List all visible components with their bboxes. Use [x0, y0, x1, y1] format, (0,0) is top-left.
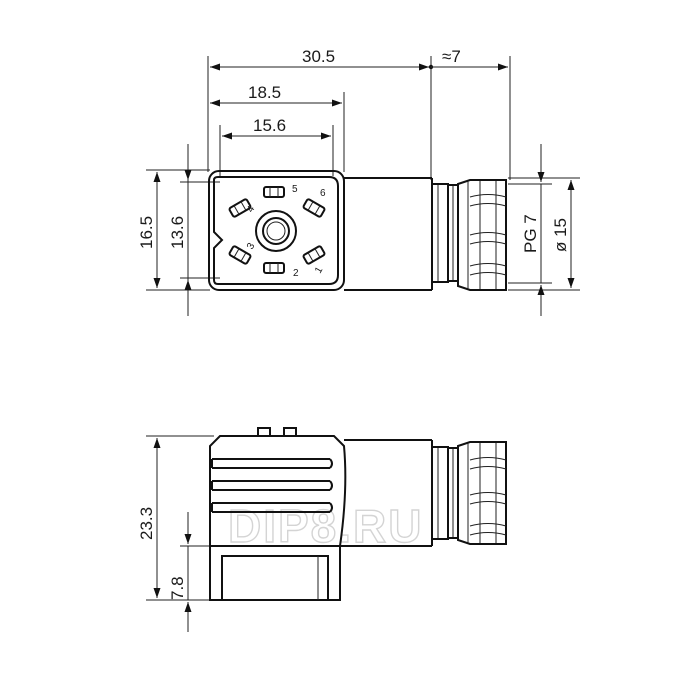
pin-label-1: 1 [313, 265, 326, 276]
side-view: 23.3 7.8 [137, 427, 507, 632]
pin-label-6: 6 [320, 188, 326, 199]
dim-inner-width: 15.6 [253, 116, 286, 135]
watermark: DIP8.RU [228, 500, 423, 552]
dim-housing-width: 18.5 [248, 83, 281, 102]
pin-label-5: 5 [292, 184, 298, 195]
dim-overall-length: 30.5 [302, 47, 335, 66]
dim-diameter: ø 15 [551, 218, 570, 252]
pin-label-3: 3 [245, 241, 258, 252]
dim-outer-height: 16.5 [137, 216, 156, 249]
dim-thread: PG 7 [521, 214, 540, 253]
dim-gland-length: ≈7 [442, 47, 461, 66]
pin-label-2: 2 [293, 268, 299, 279]
top-view: 30.5 ≈7 18.5 15.6 16.5 13.6 [137, 47, 580, 316]
contact-pins [228, 186, 326, 274]
pin-label-4: 4 [245, 204, 258, 215]
dim-base-height: 7.8 [168, 576, 187, 600]
dim-inner-height: 13.6 [168, 216, 187, 249]
dim-total-height: 23.3 [137, 507, 156, 540]
